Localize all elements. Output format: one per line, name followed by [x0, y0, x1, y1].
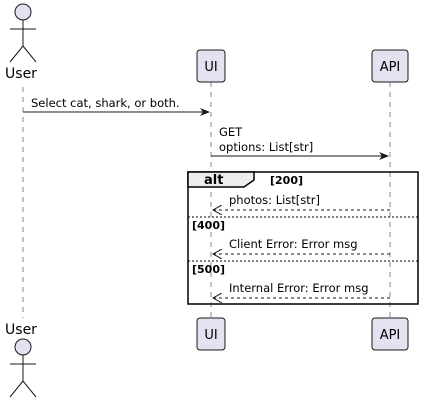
api-label-top: API: [380, 60, 401, 75]
guard-500: [500]: [192, 263, 225, 276]
user-actor-bottom: User: [5, 322, 37, 398]
get-message-label-line2: options: List[str]: [219, 140, 313, 154]
user-label-top: User: [5, 66, 37, 82]
alt-frame-title: alt: [204, 173, 223, 188]
api-participant-top: API: [371, 49, 409, 83]
photos-return-label: photos: List[str]: [229, 193, 320, 207]
get-message-label-line1: GET: [219, 125, 243, 139]
ui-participant-bottom: UI: [196, 317, 226, 351]
user-label-bottom: User: [5, 322, 37, 338]
ui-participant-top: UI: [196, 49, 226, 83]
client-error-return-label: Client Error: Error msg: [229, 237, 358, 251]
api-participant-bottom: API: [371, 317, 409, 351]
alt-frame: alt [200] [400] [500]: [187, 171, 419, 305]
user-actor-top: User: [5, 3, 37, 82]
ui-label-bottom: UI: [204, 328, 217, 343]
select-message-label: Select cat, shark, or both.: [31, 96, 180, 110]
api-label-bottom: API: [380, 328, 401, 343]
ui-label-top: UI: [204, 60, 217, 75]
guard-200: [200]: [270, 174, 303, 187]
internal-error-return-label: Internal Error: Error msg: [229, 281, 369, 295]
guard-400: [400]: [192, 219, 225, 232]
